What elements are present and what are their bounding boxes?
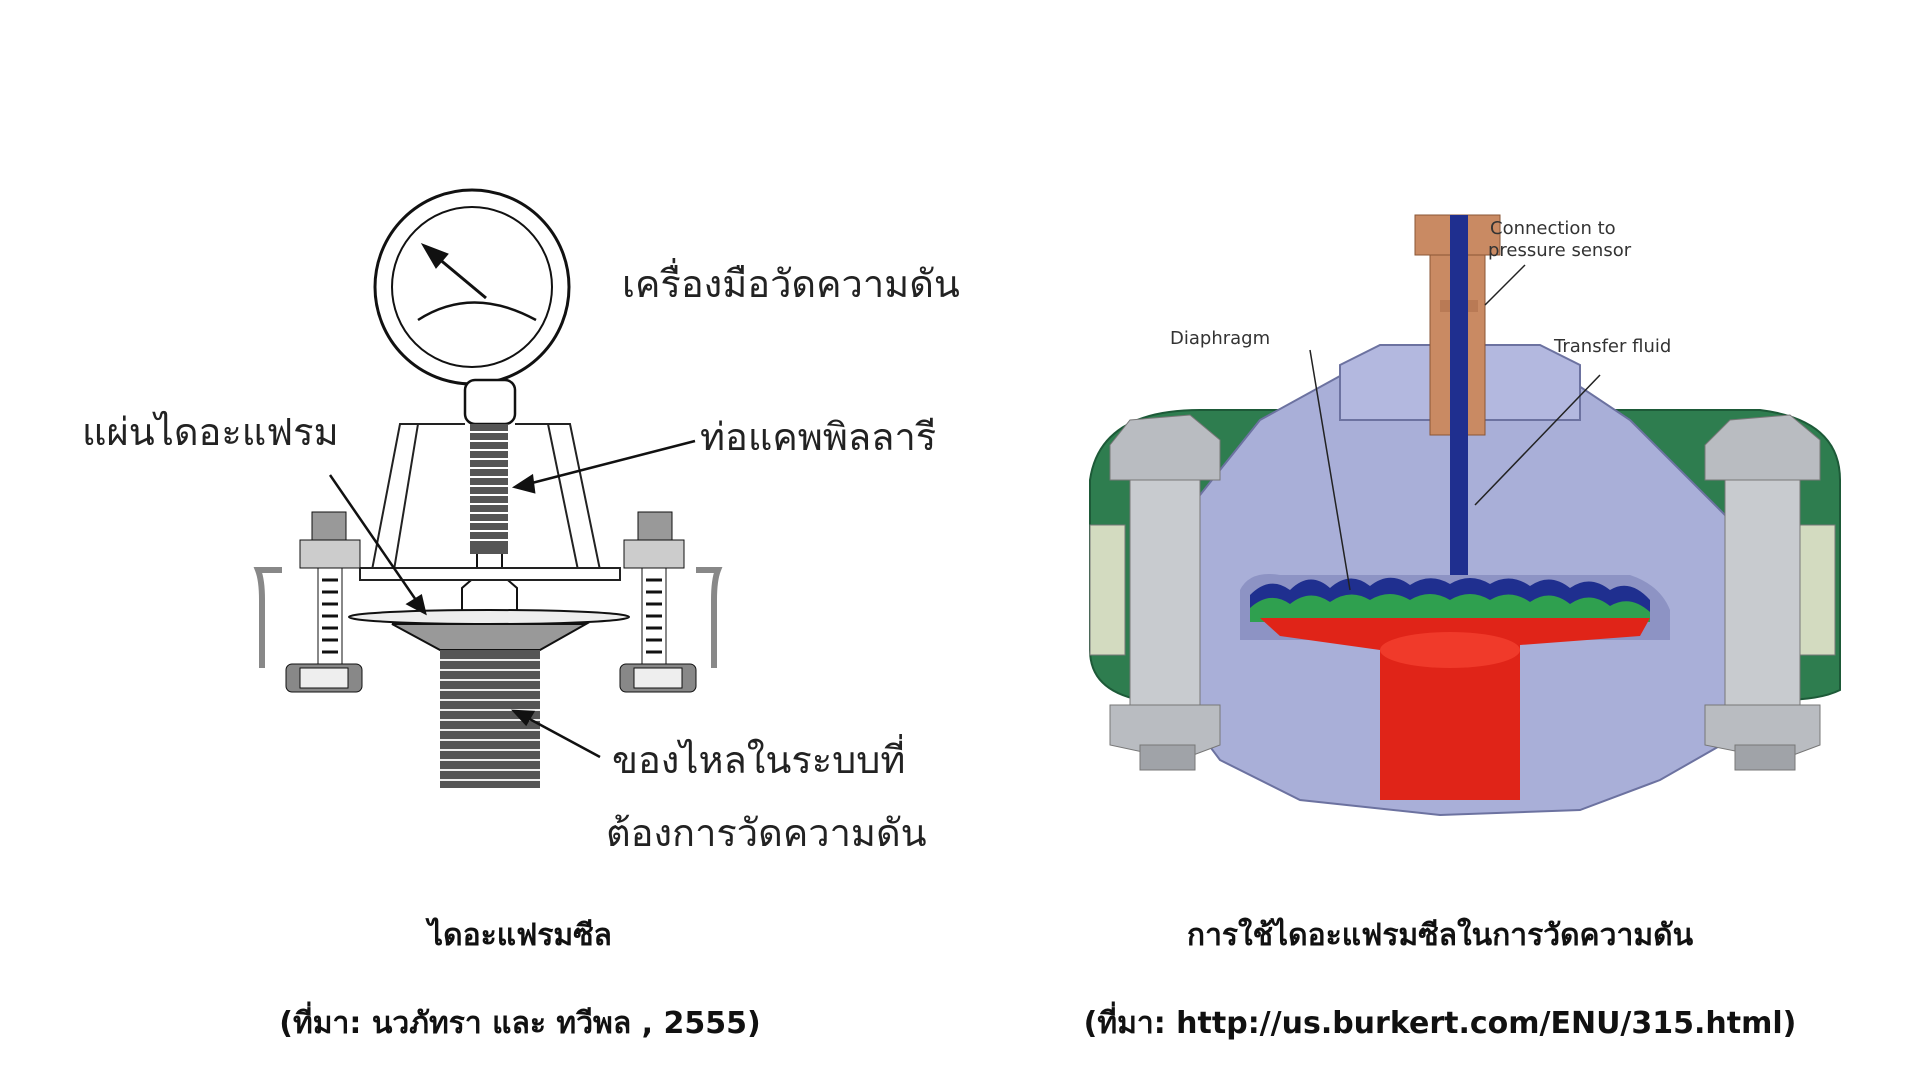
right-hex-bolt (1704, 414, 1836, 771)
label-pressure-gauge: เครื่องมือวัดความดัน (622, 258, 960, 306)
label-process-fluid-2: ต้องการวัดความดัน (606, 811, 927, 855)
diaphragm-seal-drawing: เครื่องมือวัดความดัน แผ่นไดอะแฟรม ท่อแคพ… (82, 188, 960, 855)
right-diagram-panel: Connection to pressure sensor Diaphragm … (960, 0, 1920, 1080)
label-connection-1: Connection to (1490, 218, 1616, 239)
right-caption: การใช้ไดอะแฟรมซีลในการวัดความดัน (1186, 918, 1694, 953)
label-diaphragm-plate: แผ่นไดอะแฟรม (82, 410, 339, 454)
diaphragm-seal-cutaway: Connection to pressure sensor Diaphragm … (1089, 214, 1841, 817)
diaphragm-plate (348, 609, 630, 625)
left-hex-bolt (1089, 414, 1221, 771)
label-capillary-tube: ท่อแคพพิลลารี (700, 415, 936, 459)
left-source: (ที่มา: นวภัทรา และ ทวีพล , 2555) (279, 1006, 761, 1041)
right-source: (ที่มา: http://us.burkert.com/ENU/315.ht… (1083, 1006, 1797, 1041)
label-transfer-fluid: Transfer fluid (1553, 336, 1671, 357)
left-bolt (285, 511, 363, 693)
right-bolt (619, 511, 697, 693)
capillary-tube (461, 424, 518, 612)
left-caption: ไดอะแฟรมซีล (428, 918, 612, 953)
right-leader-lines (1309, 264, 1601, 591)
seal-housing (253, 423, 723, 668)
transfer-tube (1450, 215, 1468, 590)
pressure-gauge (373, 188, 571, 426)
label-connection-2: pressure sensor (1488, 240, 1632, 261)
label-diaphragm: Diaphragm (1170, 328, 1270, 349)
diaphragm-layer-green (1250, 594, 1650, 622)
label-process-fluid-1: ของไหลในระบบที่ (612, 734, 905, 782)
left-leader-lines (328, 439, 696, 759)
process-chamber (1260, 618, 1650, 800)
process-pipe (391, 623, 590, 788)
left-diagram-panel: เครื่องมือวัดความดัน แผ่นไดอะแฟรม ท่อแคพ… (82, 188, 960, 1041)
